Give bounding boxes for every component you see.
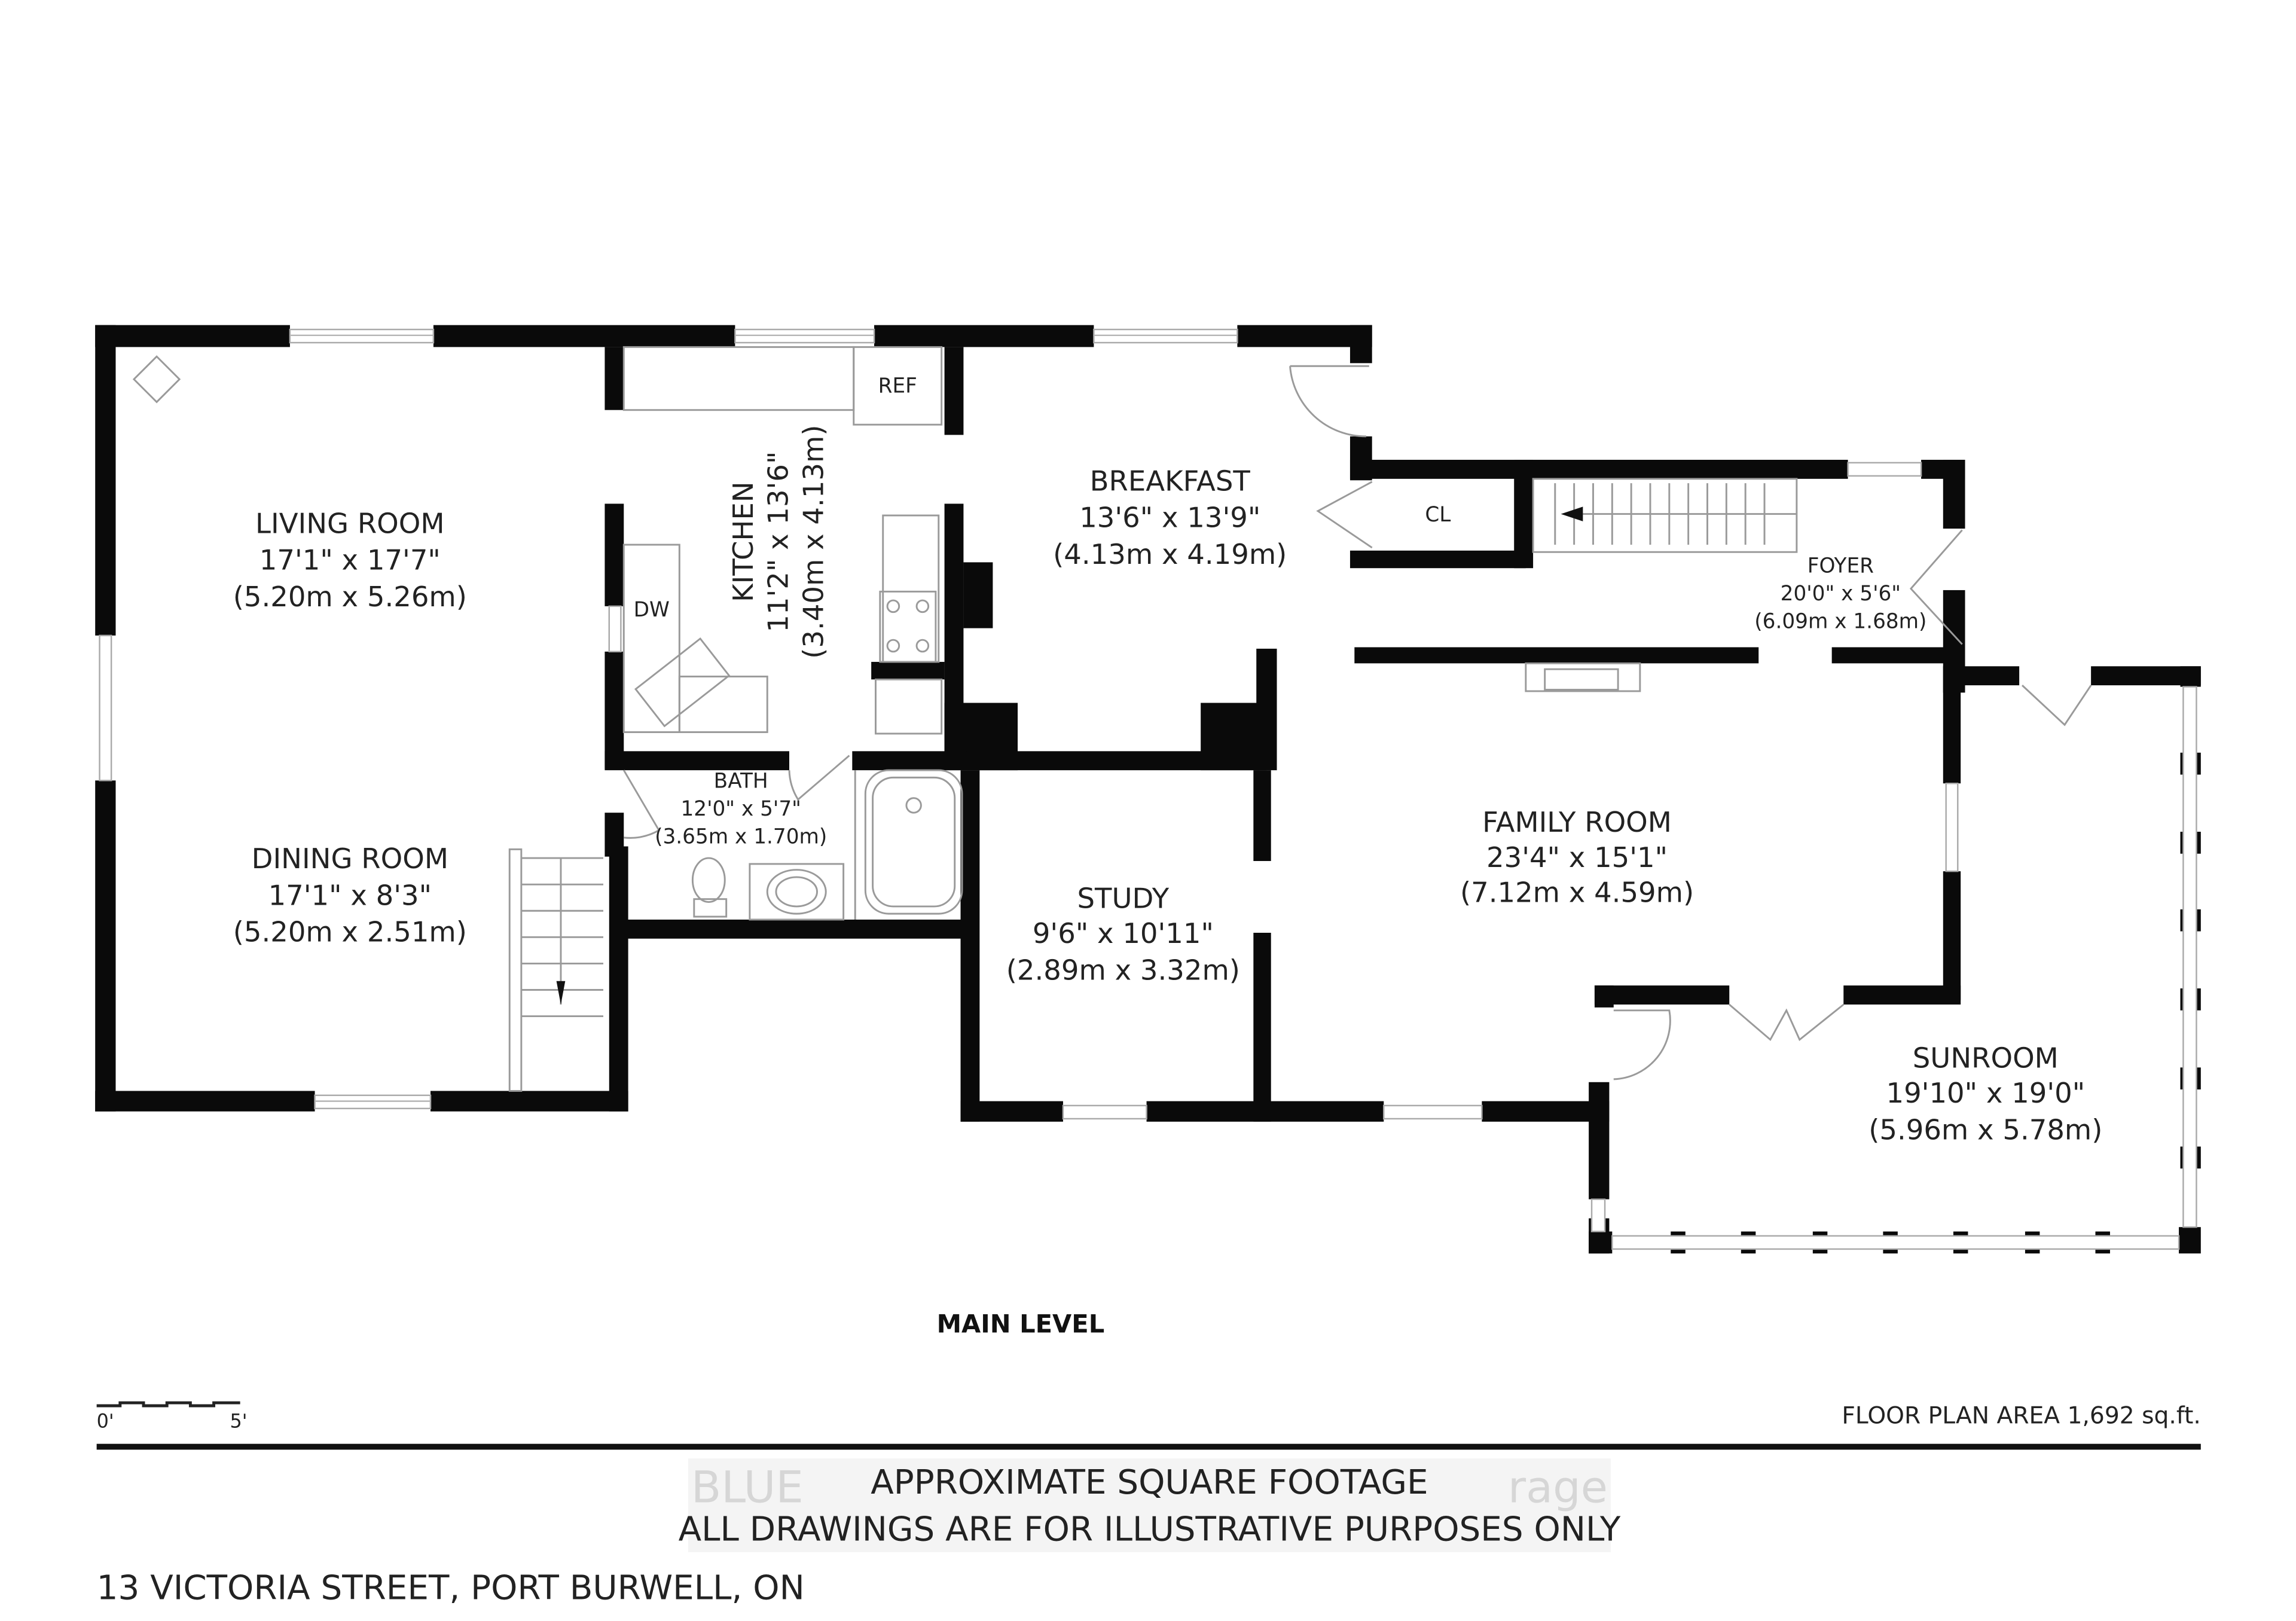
disclaimer-line-2: ALL DRAWINGS ARE FOR ILLUSTRATIVE PURPOS…: [679, 1510, 1621, 1549]
room-dimensions-metric: (6.09m x 1.68m): [1754, 610, 1926, 634]
room-bath: BATH 12'0" x 5'7" (3.65m x 1.70m): [655, 770, 827, 849]
dishwasher-label: DW: [634, 598, 670, 622]
room-dimensions-metric: (3.40m x 4.13m): [797, 425, 829, 659]
room-dimensions-imperial: 12'0" x 5'7": [680, 797, 801, 821]
stairs-up-arrow-icon: [1561, 506, 1583, 521]
room-dimensions-metric: (5.20m x 5.26m): [233, 581, 467, 613]
room-dimensions-imperial: 23'4" x 15'1": [1486, 841, 1668, 874]
room-name: LIVING ROOM: [255, 507, 444, 539]
room-dimensions-imperial: 11'2" x 13'6": [762, 451, 795, 633]
room-dimensions-metric: (2.89m x 3.32m): [1006, 954, 1240, 986]
property-address: 13 VICTORIA STREET, PORT BURWELL, ON: [97, 1568, 805, 1607]
room-dimensions-metric: (4.13m x 4.19m): [1053, 538, 1287, 570]
room-dimensions-metric: (7.12m x 4.59m): [1460, 877, 1694, 909]
room-dimensions-imperial: 17'1" x 8'3": [268, 879, 432, 911]
room-name: BREAKFAST: [1090, 465, 1251, 497]
room-dimensions-imperial: 20'0" x 5'6": [1781, 582, 1901, 606]
room-name: STUDY: [1077, 882, 1170, 914]
room-name: DINING ROOM: [252, 842, 448, 875]
room-dimensions-metric: (5.20m x 2.51m): [233, 916, 467, 948]
room-dimensions-metric: (5.96m x 5.78m): [1868, 1113, 2102, 1146]
divider: [96, 1443, 2201, 1450]
room-dining: DINING ROOM 17'1" x 8'3" (5.20m x 2.51m): [233, 842, 467, 948]
room-breakfast: BREAKFAST 13'6" x 13'9" (4.13m x 4.19m): [1053, 465, 1287, 570]
level-title: MAIN LEVEL: [937, 1309, 1105, 1339]
fireplace-icon: [132, 355, 181, 404]
closet-label: CL: [1425, 503, 1451, 527]
room-dimensions-imperial: 13'6" x 13'9": [1079, 502, 1260, 534]
scale-start-label: 0': [97, 1410, 114, 1433]
room-dimensions-metric: (3.65m x 1.70m): [655, 825, 827, 849]
room-name: SUNROOM: [1913, 1042, 2059, 1074]
disclaimer-line-1: APPROXIMATE SQUARE FOOTAGE: [871, 1463, 1428, 1502]
watermark-text: rage: [1508, 1463, 1608, 1513]
stairs-down-arrow-icon: [556, 981, 566, 1005]
room-name: BATH: [714, 770, 768, 793]
fixtures: [132, 346, 2092, 1092]
room-dimensions-imperial: 9'6" x 10'11": [1033, 917, 1214, 950]
walls: [95, 325, 2201, 1254]
room-family: FAMILY ROOM 23'4" x 15'1" (7.12m x 4.59m…: [1460, 806, 1694, 909]
room-name: FAMILY ROOM: [1482, 806, 1672, 838]
room-kitchen: KITCHEN 11'2" x 13'6" (3.40m x 4.13m): [727, 425, 830, 659]
room-study: STUDY 9'6" x 10'11" (2.89m x 3.32m): [1006, 882, 1240, 986]
room-name: FOYER: [1808, 554, 1874, 578]
floor-plan-area: FLOOR PLAN AREA 1,692 sq.ft.: [1842, 1402, 2200, 1429]
room-sunroom: SUNROOM 19'10" x 19'0" (5.96m x 5.78m): [1868, 1042, 2102, 1146]
room-dimensions-imperial: 17'1" x 17'7": [259, 544, 441, 576]
room-foyer: FOYER 20'0" x 5'6" (6.09m x 1.68m): [1754, 554, 1926, 634]
scale-end-label: 5': [230, 1410, 248, 1433]
room-living: LIVING ROOM 17'1" x 17'7" (5.20m x 5.26m…: [233, 507, 467, 612]
watermark: BLUE rage: [688, 1458, 1611, 1552]
windows: [99, 328, 2197, 1250]
watermark-text: BLUE: [691, 1463, 804, 1513]
scale-bar: 0' 5': [97, 1401, 248, 1433]
room-dimensions-imperial: 19'10" x 19'0": [1886, 1077, 2085, 1109]
room-name: KITCHEN: [727, 481, 759, 602]
refrigerator-label: REF: [878, 374, 917, 398]
